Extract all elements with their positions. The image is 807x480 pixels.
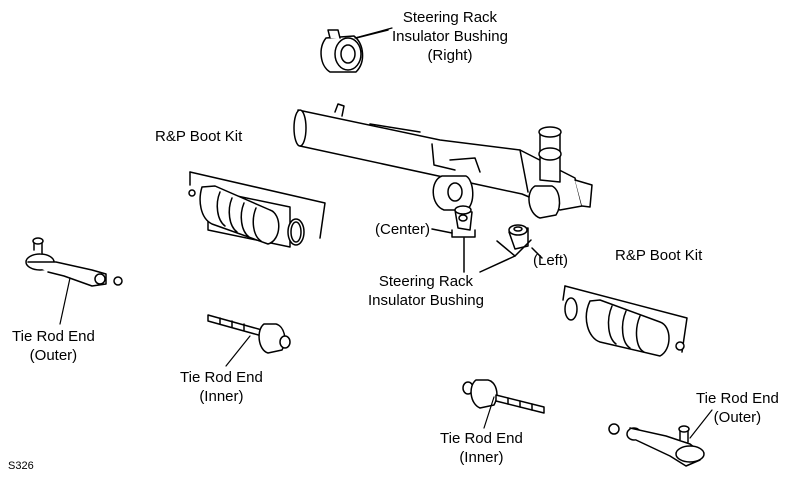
bushing-center-part xyxy=(454,205,473,231)
label-left: (Left) xyxy=(533,252,569,269)
tie-rod-inner-right-part xyxy=(462,379,545,414)
boot-kit-right-part xyxy=(562,285,688,357)
label-center: (Center) xyxy=(375,221,431,238)
label-bushing-right: Steering Rack Insulator Bushing (Right) xyxy=(392,9,508,64)
tie-rod-outer-left-part xyxy=(25,237,123,287)
bushing-left-part xyxy=(508,224,529,250)
label-boot-kit-right: R&P Boot Kit xyxy=(615,247,703,264)
tie-rod-inner-left-part xyxy=(207,314,291,354)
boot-kit-left-part xyxy=(188,171,326,248)
bushing-right-part xyxy=(320,29,389,73)
label-tie-rod-inner-right: Tie Rod End (Inner) xyxy=(440,430,523,466)
steering-rack-housing xyxy=(293,103,593,219)
label-tie-rod-outer-right: Tie Rod End (Outer) xyxy=(696,390,779,426)
label-bushing-center-left: Steering Rack Insulator Bushing xyxy=(368,273,484,309)
label-tie-rod-inner-left: Tie Rod End (Inner) xyxy=(180,369,263,405)
label-boot-kit-left: R&P Boot Kit xyxy=(155,128,243,145)
tie-rod-outer-right-part xyxy=(608,423,705,467)
diagram-code: S326 xyxy=(8,460,34,472)
label-tie-rod-outer-left: Tie Rod End (Outer) xyxy=(12,328,95,364)
